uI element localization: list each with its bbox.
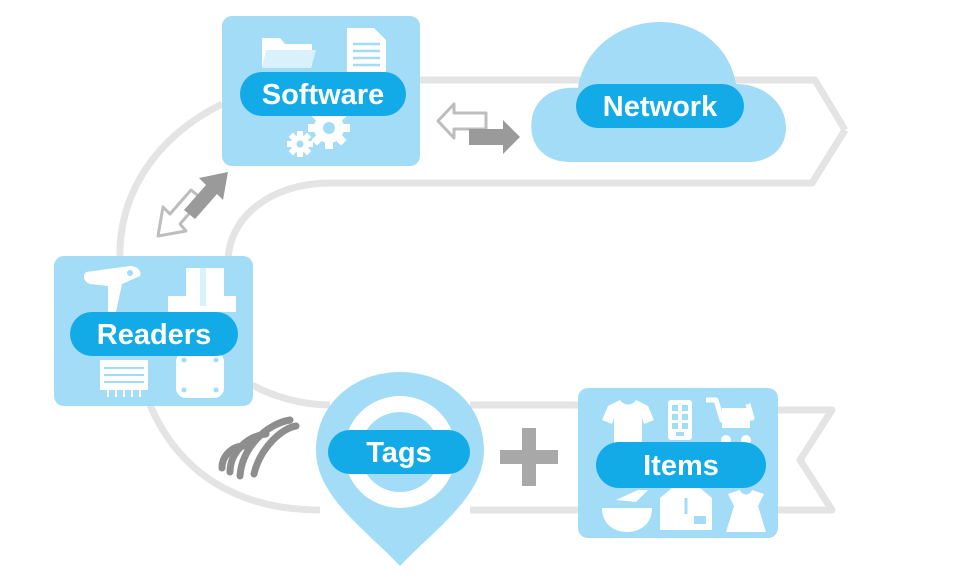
bowl-icon bbox=[602, 508, 652, 532]
network-label: Network bbox=[603, 91, 718, 123]
tags-node: Tags bbox=[316, 372, 484, 566]
folder-icon bbox=[262, 38, 316, 68]
antenna-reader-icon bbox=[176, 352, 224, 398]
tags-pill bbox=[328, 430, 470, 474]
tags-label: Tags bbox=[366, 437, 432, 469]
readers-label: Readers bbox=[97, 319, 211, 351]
bidirectional-arrow-icon bbox=[156, 172, 228, 238]
software-pill bbox=[240, 72, 406, 116]
document-icon bbox=[347, 28, 386, 72]
bidirectional-arrow-icon bbox=[436, 102, 520, 154]
network-node: Network bbox=[531, 22, 786, 162]
box-icon bbox=[660, 488, 712, 530]
hanger-icon bbox=[616, 490, 648, 502]
track-ribbon bbox=[116, 76, 849, 514]
radio-waves-icon bbox=[218, 416, 300, 480]
items-label: Items bbox=[643, 450, 719, 482]
plus-icon bbox=[500, 428, 558, 486]
handheld-scanner-icon bbox=[83, 266, 141, 312]
software-node: Software bbox=[222, 16, 420, 166]
items-node: Items bbox=[578, 388, 778, 538]
desk-reader-icon bbox=[168, 268, 236, 312]
phone-icon bbox=[668, 400, 692, 440]
items-pill bbox=[596, 442, 766, 488]
software-label: Software bbox=[262, 79, 384, 111]
network-pill bbox=[576, 84, 744, 128]
fixed-reader-icon bbox=[100, 360, 148, 397]
readers-pill bbox=[70, 312, 238, 356]
tshirt-icon bbox=[602, 400, 654, 444]
readers-node: Readers bbox=[54, 256, 253, 406]
dress-icon bbox=[726, 490, 766, 532]
